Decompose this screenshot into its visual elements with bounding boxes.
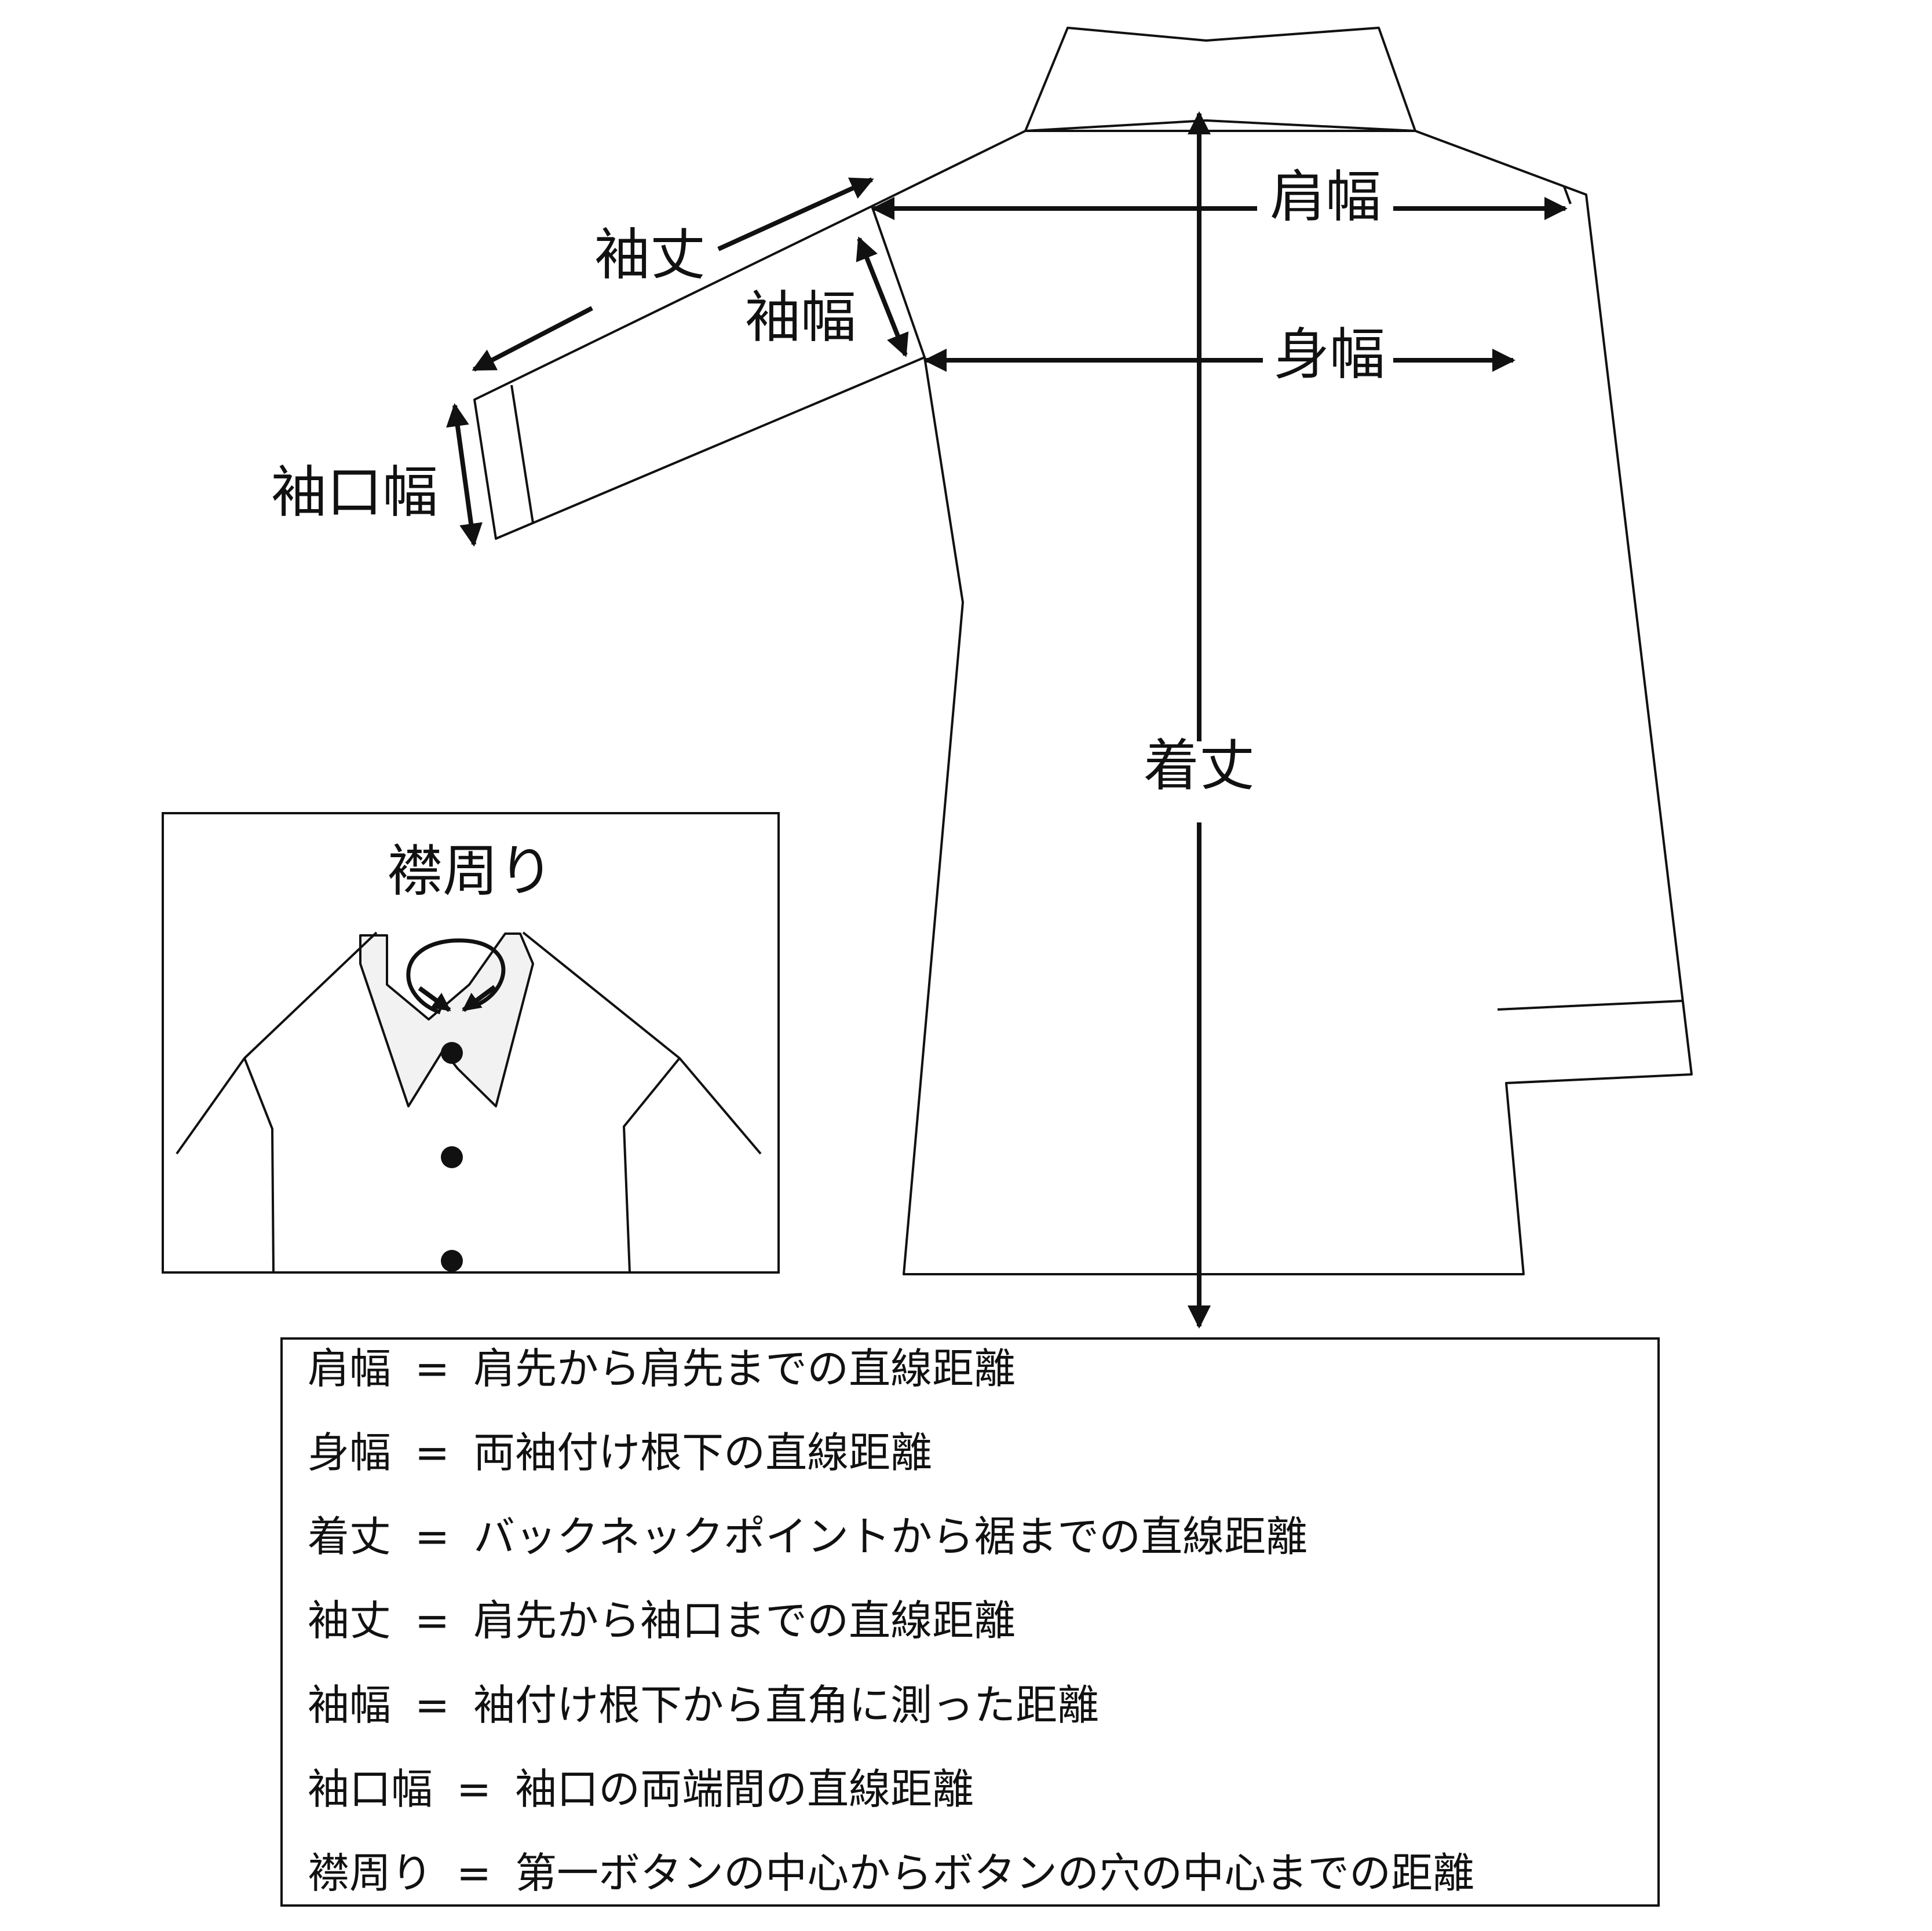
sleeve-width-arrow <box>856 236 909 357</box>
legend-row: 袖幅 = 袖付け根下から直角に測った距離 <box>308 1681 1099 1729</box>
legend-row: 袖口幅 = 袖口の両端間の直線距離 <box>308 1765 974 1813</box>
inset-button-2 <box>441 1146 463 1168</box>
legend-separator: = <box>415 1344 450 1393</box>
legend-frame <box>280 1337 1660 1907</box>
shoulder-seam-right <box>1563 186 1572 204</box>
legend-term: 身幅 <box>308 1428 391 1477</box>
inset-button-3 <box>441 1250 463 1272</box>
legend-definition: 両袖付け根下の直線距離 <box>473 1428 932 1477</box>
legend-definition: 袖付け根下から直角に測った距離 <box>473 1681 1099 1729</box>
legend-term: 肩幅 <box>308 1344 391 1393</box>
legend-definition: 第一ボタンの中心からボタンの穴の中心までの距離 <box>515 1849 1474 1897</box>
legend-separator: = <box>456 1765 491 1813</box>
total-length-label: 着丈 <box>1144 733 1255 798</box>
legend-term: 袖口幅 <box>308 1765 433 1813</box>
legend-row: 着丈 = バックネックポイントから裾までの直線距離 <box>308 1512 1308 1561</box>
cuff-width-label: 袖口幅 <box>271 460 438 525</box>
collar-label: 襟周り <box>387 839 554 904</box>
sleeve-length-arrow-bottom <box>472 306 593 372</box>
legend-separator: = <box>415 1681 450 1729</box>
cuff-seam-left <box>510 385 534 524</box>
sleeve-length-arrow-top <box>717 177 874 251</box>
inset-body-left <box>243 1058 275 1273</box>
svg-text:袖丈 = 肩先から袖口までの: 袖丈 = 肩先から袖口までの直線距離 <box>308 1596 1016 1645</box>
svg-text:袖幅 = 袖付け根下から直角: 袖幅 = 袖付け根下から直角に測った距離 <box>308 1681 1099 1729</box>
sleeve-width-label: 袖幅 <box>745 285 856 350</box>
legend-separator: = <box>415 1596 450 1645</box>
collar-shape <box>1024 27 1416 132</box>
inset-body-right <box>623 1057 681 1273</box>
legend-row: 襟周り = 第一ボタンの中心からボタンの穴の中心までの距離 <box>308 1849 1474 1897</box>
collar-arrow-tip-left <box>418 986 451 1012</box>
svg-text:袖口幅 = 袖口の両端間の直: 袖口幅 = 袖口の両端間の直線距離 <box>308 1765 974 1813</box>
legend-row: 肩幅 = 肩先から肩先までの直線距離 <box>308 1344 1016 1393</box>
legend-term: 着丈 <box>308 1512 391 1561</box>
collar-loop-arrow <box>406 938 506 1015</box>
measurement-arrows <box>446 111 1568 1329</box>
legend-row: 身幅 = 両袖付け根下の直線距離 <box>308 1428 932 1477</box>
legend-term: 襟周り <box>308 1849 433 1897</box>
legend-definition: 袖口の両端間の直線距離 <box>515 1765 974 1813</box>
legend-row: 袖丈 = 肩先から袖口までの直線距離 <box>308 1596 1016 1645</box>
cuff-width-arrow <box>446 403 483 547</box>
shirt-body-shape <box>473 130 1693 1275</box>
legend-separator: = <box>415 1512 450 1561</box>
svg-text:着丈 = バックネックポイン: 着丈 = バックネックポイントから裾までの直線距離 <box>308 1512 1308 1561</box>
legend-definition: バックネックポイントから裾までの直線距離 <box>473 1512 1308 1561</box>
body-width-label: 身幅 <box>1274 322 1385 387</box>
legend-term: 袖幅 <box>308 1681 391 1729</box>
legend-separator: = <box>415 1428 450 1477</box>
legend-definition: 肩先から肩先までの直線距離 <box>473 1344 1016 1393</box>
inset-collar-band <box>359 932 534 1107</box>
inset-button-1 <box>441 1042 463 1064</box>
sleeve-length-label: 袖丈 <box>594 222 706 287</box>
svg-text:肩幅 = 肩先から肩先までの: 肩幅 = 肩先から肩先までの直線距離 <box>308 1344 1016 1393</box>
legend-term: 袖丈 <box>308 1596 391 1645</box>
svg-text:襟周り = 第一ボタンの中心: 襟周り = 第一ボタンの中心からボタンの穴の中心までの距離 <box>308 1849 1474 1897</box>
svg-text:身幅 = 両袖付け根下の直線: 身幅 = 両袖付け根下の直線距離 <box>308 1428 932 1477</box>
definitions-legend: 肩幅 = 肩先から肩先までの直線距離 身幅 = 両袖付け根下の直線距離 着丈 =… <box>280 1337 1660 1907</box>
shoulder-width-label: 肩幅 <box>1270 164 1381 229</box>
legend-separator: = <box>456 1849 491 1897</box>
cuff-seam-right <box>1497 1000 1683 1011</box>
collar-inset: 襟周り <box>162 812 780 1274</box>
collar-arrow-tip-right <box>462 985 496 1012</box>
legend-definition: 肩先から袖口までの直線距離 <box>473 1596 1016 1645</box>
